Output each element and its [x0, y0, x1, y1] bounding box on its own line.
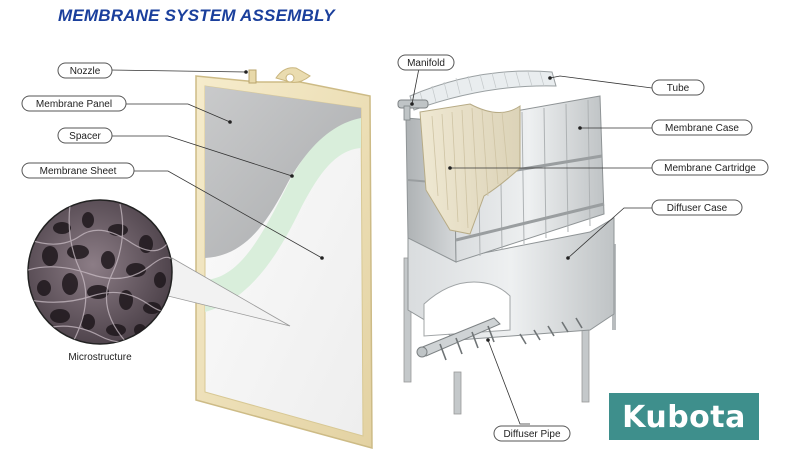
label-diffuser-pipe-text: Diffuser Pipe [503, 429, 561, 440]
label-spacer-text: Spacer [69, 131, 101, 142]
label-spacer: Spacer [57, 127, 113, 144]
label-membrane-sheet-text: Membrane Sheet [40, 166, 117, 177]
label-tube-text: Tube [667, 83, 690, 94]
label-membrane-case: Membrane Case [651, 119, 753, 136]
label-tube: Tube [651, 79, 705, 96]
kubota-logo-background [609, 393, 759, 440]
label-microstructure: Microstructure [68, 352, 132, 363]
label-manifold: Manifold [397, 54, 455, 71]
nozzle-part [248, 69, 257, 84]
label-diffuser-case: Diffuser Case [651, 199, 743, 216]
module-assembly-illustration [397, 70, 616, 415]
label-membrane-case-text: Membrane Case [665, 123, 739, 134]
label-membrane-panel-text: Membrane Panel [36, 99, 112, 110]
label-diffuser-case-text: Diffuser Case [667, 203, 728, 214]
label-manifold-text: Manifold [407, 58, 445, 69]
label-membrane-cartridge-text: Membrane Cartridge [664, 163, 756, 174]
kubota-logo-text: Kubota [622, 400, 746, 435]
label-nozzle-text: Nozzle [70, 66, 101, 77]
label-diffuser-pipe: Diffuser Pipe [493, 425, 571, 442]
label-membrane-sheet: Membrane Sheet [21, 162, 135, 179]
kubota-logo: Kubota [609, 393, 759, 440]
label-membrane-cartridge: Membrane Cartridge [651, 159, 769, 176]
label-membrane-panel: Membrane Panel [21, 95, 127, 112]
leader-lines [109, 62, 653, 425]
microstructure-image [27, 199, 173, 345]
leader-dots [228, 70, 582, 342]
membrane-panel-illustration [167, 67, 373, 449]
diagram-title: MEMBRANE SYSTEM ASSEMBLY [58, 6, 335, 25]
label-nozzle: Nozzle [57, 62, 113, 79]
